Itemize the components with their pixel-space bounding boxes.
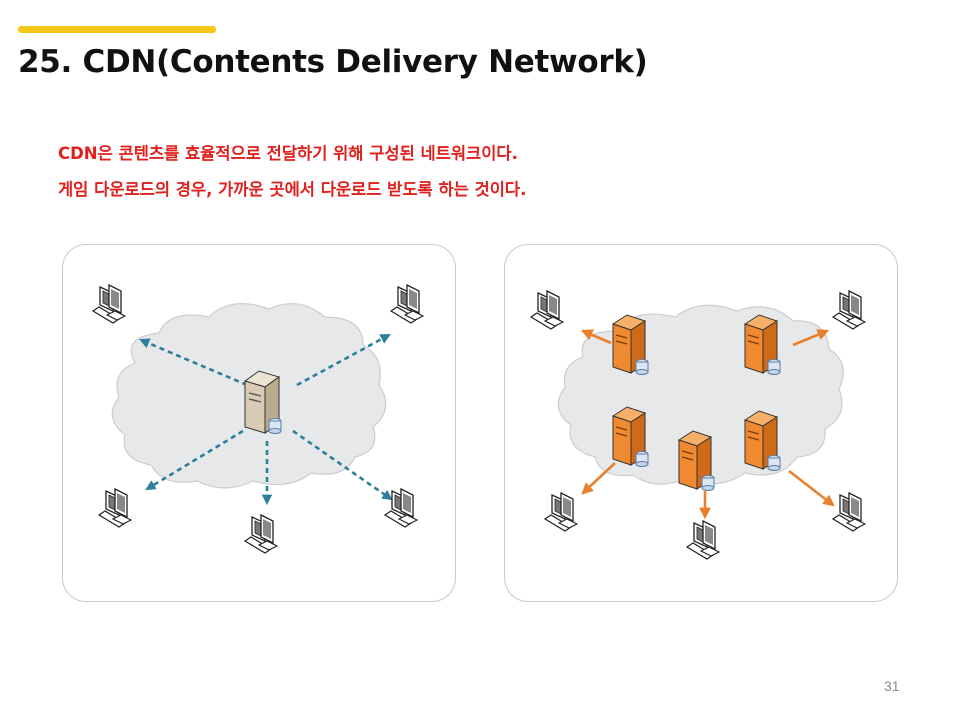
description-line-2: 게임 다운로드의 경우, 가까운 곳에서 다운로드 받도록 하는 것이다. [58,180,527,199]
computer-icon [98,488,132,528]
computer-icon [384,488,418,528]
arrow-icon [581,462,616,495]
description-line-1: CDN은 콘텐츠를 효율적으로 전달하기 위해 구성된 네트워크이다. [58,144,518,163]
edge-server-icon [744,410,781,472]
arrow-icon [788,469,835,507]
computer-icon [244,514,278,554]
computer-icon [832,492,866,532]
edge-server-icon [612,406,649,468]
dashed-arrow-icon [292,429,393,501]
arrow-icon [792,329,830,347]
cdn-distributed-diagram [504,244,898,602]
computer-icon [544,492,578,532]
page-title: 25. CDN(Contents Delivery Network) [18,44,648,80]
arrow-icon [580,329,612,345]
edge-server-icon [612,314,649,376]
page-number: 31 [884,678,900,694]
dashed-arrow-icon [145,429,244,491]
computer-icon [530,290,564,330]
single-server-diagram [62,244,456,602]
edge-server-icon [678,430,715,492]
title-accent-bar [18,26,216,33]
computer-icon [390,284,424,324]
computer-icon [686,520,720,560]
dashed-arrow-icon [139,338,248,387]
computer-icon [92,284,126,324]
server-icon [243,370,282,434]
computer-icon [832,290,866,330]
edge-server-icon [744,314,781,376]
